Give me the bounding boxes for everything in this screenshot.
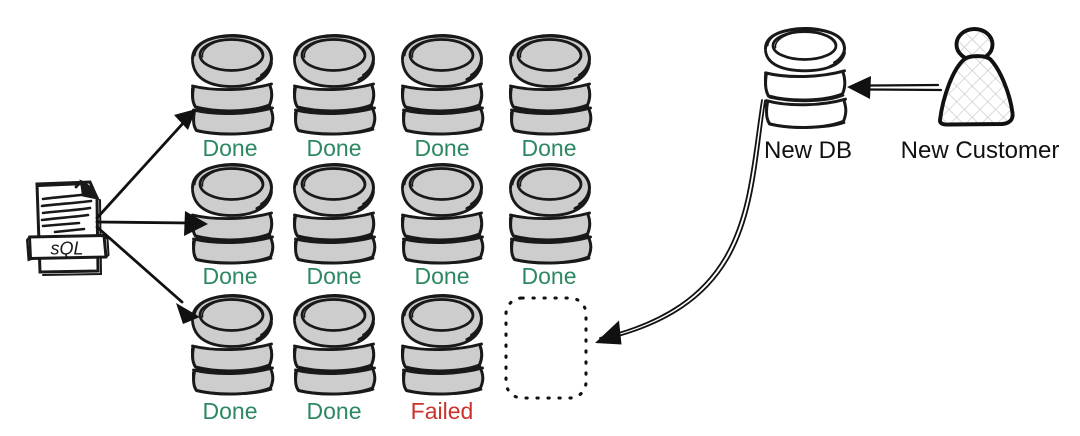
svg-text:Done: Done — [307, 398, 362, 424]
svg-text:Done: Done — [415, 135, 470, 161]
svg-text:Done: Done — [307, 135, 362, 161]
svg-text:New DB: New DB — [764, 137, 852, 164]
svg-text:Done: Done — [522, 135, 577, 161]
svg-text:Done: Done — [522, 263, 577, 289]
svg-text:Done: Done — [203, 398, 258, 424]
svg-text:Done: Done — [307, 263, 362, 289]
svg-text:New Customer: New Customer — [901, 137, 1060, 164]
svg-text:Failed: Failed — [411, 398, 474, 424]
svg-text:sQL: sQL — [50, 239, 83, 259]
svg-text:Done: Done — [203, 135, 258, 161]
svg-text:Done: Done — [415, 263, 470, 289]
svg-text:Done: Done — [203, 263, 258, 289]
